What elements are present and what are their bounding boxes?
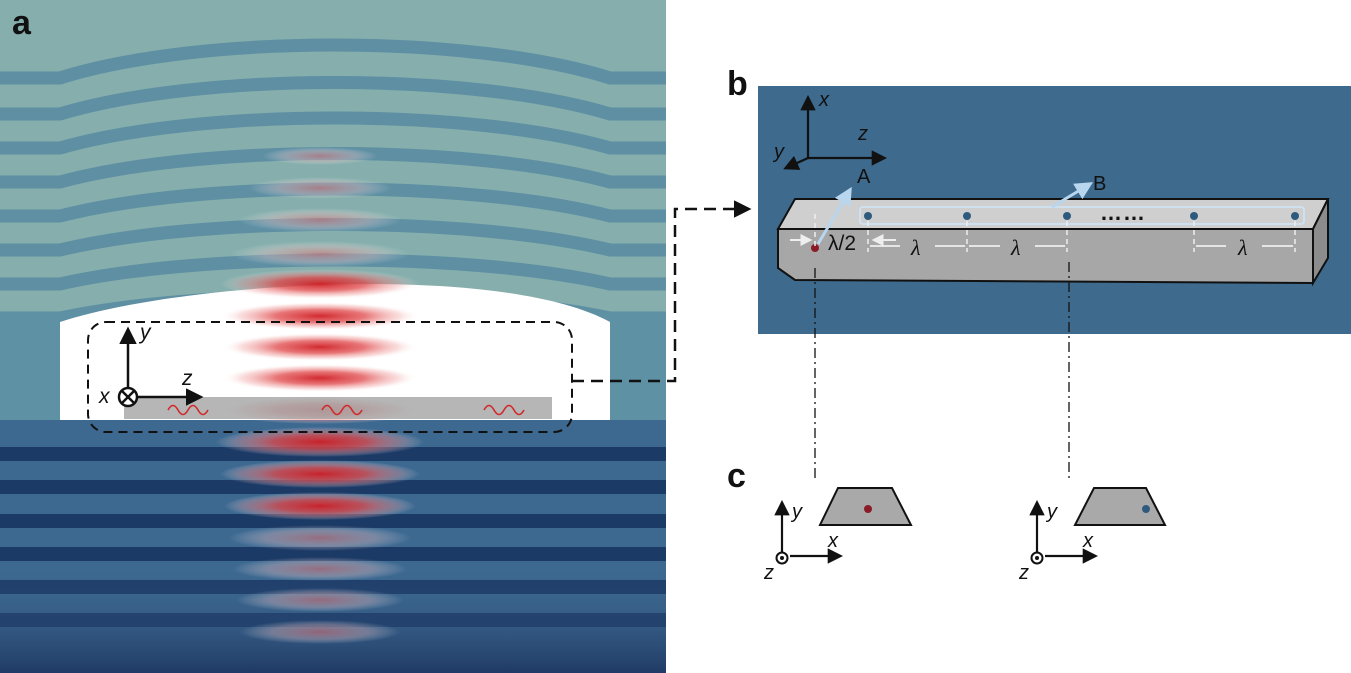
point-B-arrow	[1051, 182, 1094, 209]
panel-letter-b: b	[727, 65, 748, 103]
emitter-dot-A	[811, 244, 819, 252]
emission-wiggle	[483, 404, 525, 416]
axis-label-x: x	[818, 89, 830, 111]
field-lobe	[248, 177, 392, 199]
z-axis-dot-icon	[780, 556, 784, 560]
emitter-dot	[1142, 505, 1150, 513]
wavelength-label: λ	[1010, 235, 1021, 260]
field-lobe	[262, 147, 378, 165]
cross-section-1: y x z	[763, 487, 913, 584]
axis-label-x: x	[98, 385, 111, 408]
field-lobe	[222, 333, 418, 361]
axis-label-x: x	[1082, 530, 1094, 552]
axis-label-x: x	[827, 530, 839, 552]
axis-label-y: y	[138, 321, 152, 344]
axis-label-z: z	[857, 123, 868, 145]
field-lobe	[232, 557, 408, 581]
emitter-dot	[864, 505, 872, 513]
emitter-row-box	[859, 206, 1305, 225]
half-wavelength-label: λ/2	[828, 232, 856, 255]
field-lobe	[220, 460, 420, 488]
point-A-label: A	[857, 166, 871, 188]
field-lobe	[238, 208, 402, 232]
waveguide	[124, 397, 552, 419]
cross-section-2: y x z	[1018, 487, 1167, 584]
panel-letter-a: a	[12, 4, 32, 42]
x-axis-cross-icon	[121, 390, 135, 404]
emission-wiggle	[167, 404, 209, 416]
z-axis-dot-icon	[1035, 556, 1039, 560]
panel-a: y z x a	[0, 0, 666, 673]
field-lobe	[240, 620, 400, 644]
emitter-dot	[963, 212, 971, 220]
axis-label-z: z	[1018, 562, 1029, 584]
point-B-label: B	[1093, 173, 1106, 195]
field-lobe	[224, 492, 416, 520]
wavelength-label: λ	[910, 235, 921, 260]
cavity-field-lobes	[216, 147, 424, 644]
zoom-connector	[572, 200, 752, 383]
panel-b: b x z y	[727, 65, 1351, 334]
mirror-stripe	[0, 38, 666, 85]
mirror-stripe	[0, 111, 666, 155]
field-lobe	[220, 302, 420, 330]
field-lobe	[220, 269, 420, 299]
emission-wiggle	[321, 404, 363, 416]
wavelength-label: λ	[1237, 235, 1248, 260]
zoom-region-box	[87, 321, 573, 433]
field-lobe	[228, 525, 412, 551]
field-lobe	[230, 241, 410, 267]
y-axis	[783, 155, 809, 170]
emitter-dot	[864, 212, 872, 220]
axis-label-z: z	[763, 562, 774, 584]
mirror-stripe	[0, 514, 666, 528]
field-lobe	[216, 427, 424, 457]
axis-label-y: y	[1045, 501, 1058, 523]
field-lobe	[222, 364, 418, 392]
waveguide-cross-section	[1073, 487, 1167, 526]
panel-c: c y x z y x z	[727, 457, 1167, 584]
axis-label-z: z	[181, 367, 193, 390]
ellipsis: ……	[1100, 200, 1146, 225]
panel-letter-c: c	[727, 457, 746, 495]
emitter-dot	[1291, 212, 1299, 220]
field-lobe	[236, 588, 404, 612]
mirror-stripe	[0, 76, 666, 121]
axis-label-y: y	[790, 501, 803, 523]
waveguide-front-face	[777, 228, 1314, 285]
axis-label-y: y	[772, 141, 785, 163]
emitter-dot	[1063, 212, 1071, 220]
point-A-arrow	[816, 186, 852, 245]
mirror-stripe	[0, 547, 666, 561]
emitter-dot	[1190, 212, 1198, 220]
